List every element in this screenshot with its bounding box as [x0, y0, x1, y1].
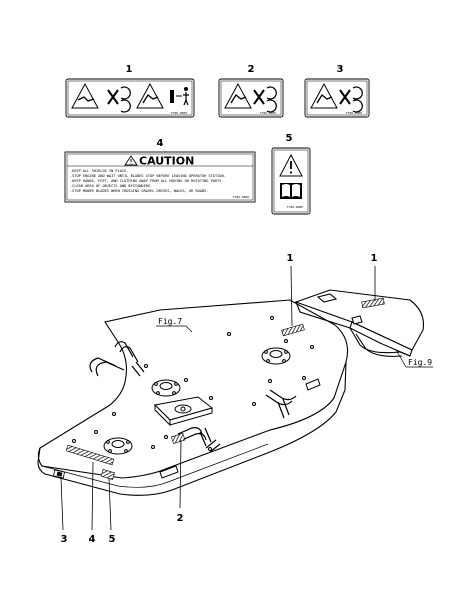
caution-title: CAUTION [139, 155, 194, 168]
decal-code-4: TY00-0000 [233, 195, 249, 199]
callout-2: 2 [177, 439, 184, 524]
decal-area-5-deck [100, 469, 115, 480]
decal-5: 5 TY00-0000 [271, 133, 311, 215]
hanger-bracket-right [265, 389, 297, 419]
thrown-object-triangle-icon [310, 82, 338, 109]
fig9-label: Fig.9 [408, 358, 432, 367]
caution-line-1: -KEEP ALL SHIELDS IN PLACE. [70, 169, 128, 173]
mower-deck [37, 299, 349, 496]
keep-distance-icon [170, 87, 189, 106]
decal-number-4: 4 [157, 138, 164, 149]
caution-line-5: -STOP MOWER BLADES WHEN CROSSING GRAVEL … [70, 189, 208, 193]
callout-number: 5 [109, 534, 116, 545]
decal-1: 1 TY00-0000 [65, 64, 195, 118]
fig7-label: Fig.7 [158, 317, 182, 326]
callout-5: 5 [109, 477, 116, 545]
operator-manual-icon [280, 183, 302, 199]
decal-area-1-deck [281, 323, 305, 337]
callout-3: 3 [61, 476, 68, 545]
blade-hazard-icon [253, 86, 277, 113]
decal-area-2-deck [170, 432, 186, 445]
thrown-object-triangle-icon [136, 82, 164, 109]
caution-line-2: -STOP ENGINE AND WAIT UNTIL BLADES STOP … [70, 174, 226, 178]
decal-code-5: TY00-0000 [287, 205, 303, 209]
caution-line-3: -KEEP HANDS, FEET, AND CLOTHING AWAY FRO… [70, 179, 224, 183]
decal-code-1: TY00-0000 [171, 111, 187, 115]
decal-3: 3 TY00-0000 [304, 64, 370, 118]
callout-4: 4 [89, 461, 96, 545]
hanger-bracket-front [177, 427, 221, 453]
decal-area-1-chute [361, 297, 385, 309]
warning-triangle-icon [71, 82, 99, 109]
decal-number-3: 3 [337, 64, 344, 75]
callout-number: 3 [61, 534, 68, 545]
ref-fig9: Fig.9 [395, 349, 433, 368]
spindle-left [151, 379, 181, 397]
callout-top-right: 1 [371, 253, 378, 301]
ref-fig7: Fig.7 [156, 317, 193, 333]
callout-number: 1 [371, 253, 378, 264]
blade-hazard-icon [107, 86, 131, 113]
caution-line-4: -CLEAR AREA OF OBJECTS AND BYSTANDERS. [70, 184, 152, 188]
discharge-chute [294, 289, 425, 357]
callout-number: 2 [177, 513, 184, 524]
callout-number: 1 [287, 253, 294, 264]
blade-hazard-icon [339, 86, 363, 113]
decal-number-1: 1 [126, 64, 133, 75]
decal-code-3: TY00-0000 [346, 111, 362, 115]
spindle-center [103, 437, 133, 455]
decal-2: 2 TY00-0000 [218, 64, 284, 118]
caution-triangle-icon [124, 155, 138, 166]
warning-triangle-icon [279, 153, 303, 177]
callout-number: 4 [89, 534, 96, 545]
hanger-bracket-left [89, 341, 145, 377]
decal-area-4-deck [65, 444, 115, 466]
gearbox-plate [153, 396, 214, 427]
callout-top-left: 1 [287, 253, 294, 327]
spindle-right [261, 347, 291, 365]
decal-number-5: 5 [286, 133, 293, 144]
thrown-object-triangle-icon [224, 82, 252, 109]
decal-number-2: 2 [248, 64, 255, 75]
decal-4-caution: 4 CAUTION -KEEP ALL SHIELDS IN PLACE. -S… [64, 138, 256, 203]
decal-code-2: TY00-0000 [260, 111, 276, 115]
